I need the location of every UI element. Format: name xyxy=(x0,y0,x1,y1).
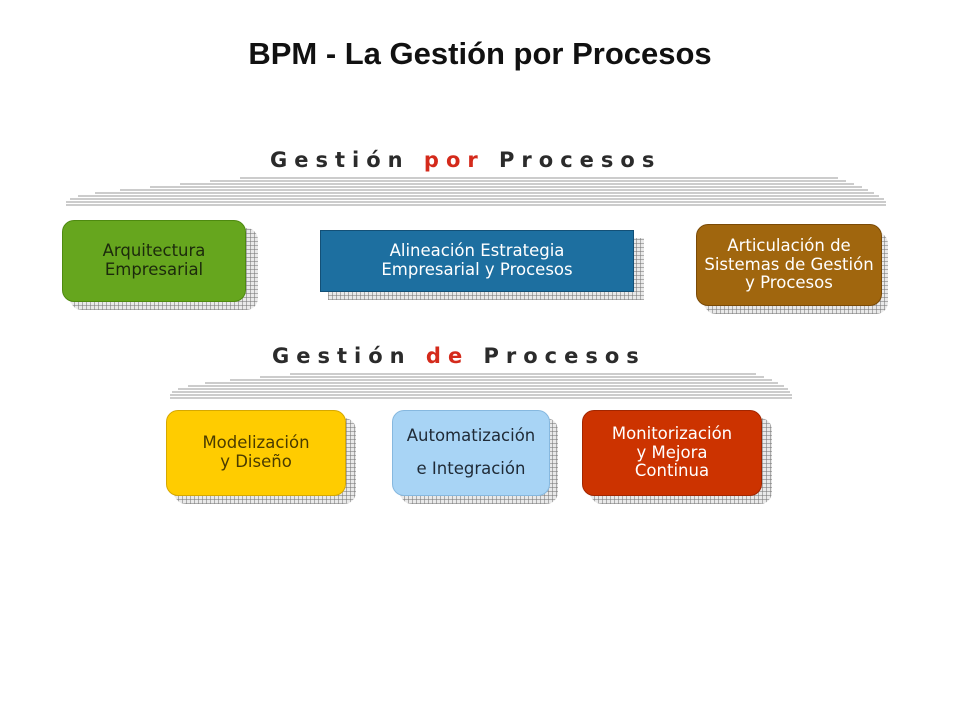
box-label: Modelización y Diseño xyxy=(202,433,310,471)
heading-gestion-de-procesos: Gestión de Procesos xyxy=(272,344,646,368)
page-title: BPM - La Gestión por Procesos xyxy=(248,36,712,71)
box-automatizacion-integracion: Automatización e Integración xyxy=(392,410,550,496)
box-label: Monitorización y Mejora Continua xyxy=(611,423,733,481)
box-label: Alineación Estrategia Empresarial y Proc… xyxy=(381,241,573,279)
box-alineacion-estrategia: Alineación Estrategia Empresarial y Proc… xyxy=(320,230,634,292)
heading-word-gestion-2: Gestión xyxy=(272,344,426,368)
heading-gestion-por-procesos: Gestión por Procesos xyxy=(270,148,661,172)
box-label: Automatización e Integración xyxy=(406,426,536,479)
box-articulacion-sistemas: Articulación de Sistemas de Gestión y Pr… xyxy=(696,224,882,306)
heading-word-procesos-2: Procesos xyxy=(469,344,646,368)
heading-word-de: de xyxy=(425,344,470,368)
box-modelizacion-diseno: Modelización y Diseño xyxy=(166,410,346,496)
box-arquitectura-empresarial: Arquitectura Empresarial xyxy=(62,220,246,302)
heading-word-gestion: Gestión xyxy=(270,148,424,172)
heading-word-procesos: Procesos xyxy=(484,148,662,172)
heading-word-por: por xyxy=(423,148,485,172)
box-label: Articulación de Sistemas de Gestión y Pr… xyxy=(704,235,874,293)
box-label: Arquitectura Empresarial xyxy=(102,241,206,279)
box-monitorizacion-mejora: Monitorización y Mejora Continua xyxy=(582,410,762,496)
